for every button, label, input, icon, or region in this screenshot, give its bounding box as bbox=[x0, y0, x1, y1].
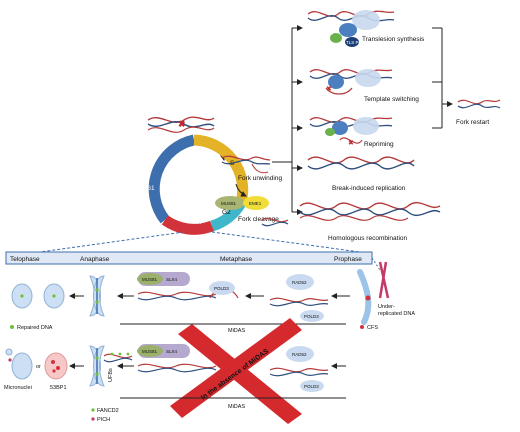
translesion-synthesis-illustration: TLS Pol bbox=[307, 10, 395, 47]
pich-icon bbox=[91, 417, 95, 421]
pold3-row1b-label: POLD3 bbox=[304, 314, 319, 319]
homologous-recombination-label: Homologous recombination bbox=[328, 235, 408, 242]
pathway-bracket bbox=[272, 25, 303, 215]
midas-row2-label: MiDAS bbox=[228, 404, 245, 410]
prophase-label: Prophase bbox=[334, 256, 362, 263]
cfs-label: CFS bbox=[367, 325, 378, 331]
ufb-dna-zoom bbox=[103, 352, 133, 363]
g1-label: G1 bbox=[146, 185, 155, 192]
repaired-dna-label: Repaired DNA bbox=[17, 325, 53, 331]
anaphase-cell bbox=[89, 275, 105, 317]
midas-row-1-proteins bbox=[137, 272, 239, 301]
mus81-row1-label: MUS81 bbox=[142, 277, 158, 282]
fork-unwinding-label: Fork unwinding bbox=[238, 175, 282, 182]
svg-text:✖: ✖ bbox=[326, 86, 332, 93]
repriming-label: Repriming bbox=[364, 141, 394, 148]
ufb-anaphase-cell bbox=[89, 345, 105, 387]
eme1-label: EME1 bbox=[249, 201, 262, 206]
repaired-dna-icon bbox=[10, 325, 14, 329]
tls-pol-label: TLS Pol bbox=[346, 40, 362, 45]
fork-arrest-dna: ✖ bbox=[147, 116, 215, 133]
pich-label: PICH bbox=[97, 417, 110, 423]
eme1-protein bbox=[243, 196, 269, 210]
telophase-label: Telophase bbox=[10, 256, 40, 263]
slx4-row1-label: SLX4 bbox=[166, 277, 178, 282]
fork-restart-label: Fork restart bbox=[456, 119, 489, 126]
fork-cleavage-label: Fork cleavage bbox=[238, 216, 279, 223]
mus81-protein bbox=[215, 196, 245, 210]
rad52-row1-label: RAD52 bbox=[292, 280, 307, 285]
anaphase-label: Anaphase bbox=[80, 256, 110, 263]
micronuclei-cell bbox=[5, 348, 33, 380]
m-phase-arc bbox=[161, 215, 214, 235]
s-phase-arc bbox=[193, 134, 249, 205]
translesion-synthesis-label: Translesion synthesis bbox=[362, 36, 425, 43]
midas-row-1-rad52 bbox=[269, 274, 329, 322]
cfs-icon bbox=[360, 325, 364, 329]
cleaved-fork-dna bbox=[261, 217, 289, 227]
fancd2-icon bbox=[91, 408, 95, 412]
mus81-label: MUS81 bbox=[221, 201, 237, 206]
g2-label: G2 bbox=[222, 209, 231, 216]
template-switching-label: Template switching bbox=[364, 96, 419, 103]
fork-restart-dna bbox=[457, 99, 501, 109]
fork-unwinding-arrow bbox=[235, 183, 247, 197]
m-label: M bbox=[196, 219, 201, 226]
slx4-row2-label: SLX4 bbox=[166, 349, 178, 354]
absence-red-cross bbox=[170, 318, 302, 424]
rad52-row2-label: RAD52 bbox=[292, 352, 307, 357]
template-switching-illustration: ✖ bbox=[309, 69, 393, 95]
g1-phase-arc bbox=[148, 134, 196, 224]
ufbs-label: UFBs bbox=[108, 368, 114, 382]
fancd2-label: FANCD2 bbox=[97, 408, 119, 414]
fork-unwinding-dna bbox=[221, 155, 271, 174]
break-induced-replication-illustration bbox=[307, 156, 415, 170]
telophase-cells bbox=[11, 283, 65, 309]
under-replicated-label-2: replicated DNA bbox=[378, 311, 415, 317]
repriming-illustration: ✖ bbox=[309, 117, 393, 147]
midas-row-2-proteins bbox=[137, 344, 329, 392]
or-label: or bbox=[36, 364, 41, 370]
prophase-connector bbox=[371, 257, 381, 271]
restart-bracket bbox=[432, 27, 453, 129]
break-induced-replication-label: Break-induced replication bbox=[332, 185, 406, 192]
mitosis-header-bar bbox=[5, 251, 373, 265]
svg-text:✖: ✖ bbox=[178, 119, 186, 129]
bp53-label: 53BP1 bbox=[50, 385, 67, 391]
bp53-cell bbox=[44, 352, 68, 380]
pold3-row2-label: POLD3 bbox=[304, 384, 319, 389]
svg-text:✖: ✖ bbox=[348, 140, 354, 147]
prophase-chromosome bbox=[357, 261, 390, 325]
under-replicated-label-1: Under- bbox=[378, 304, 395, 310]
mus81-row2-label: MUS81 bbox=[142, 349, 158, 354]
midas-row1-label: MiDAS bbox=[228, 328, 245, 334]
pold3-row1-label: POLD3 bbox=[214, 286, 229, 291]
homologous-recombination-illustration bbox=[299, 201, 441, 221]
micronuclei-label: Micronuclei bbox=[4, 385, 32, 391]
metaphase-label: Metaphase bbox=[220, 256, 253, 263]
zoom-line-left bbox=[39, 231, 185, 253]
